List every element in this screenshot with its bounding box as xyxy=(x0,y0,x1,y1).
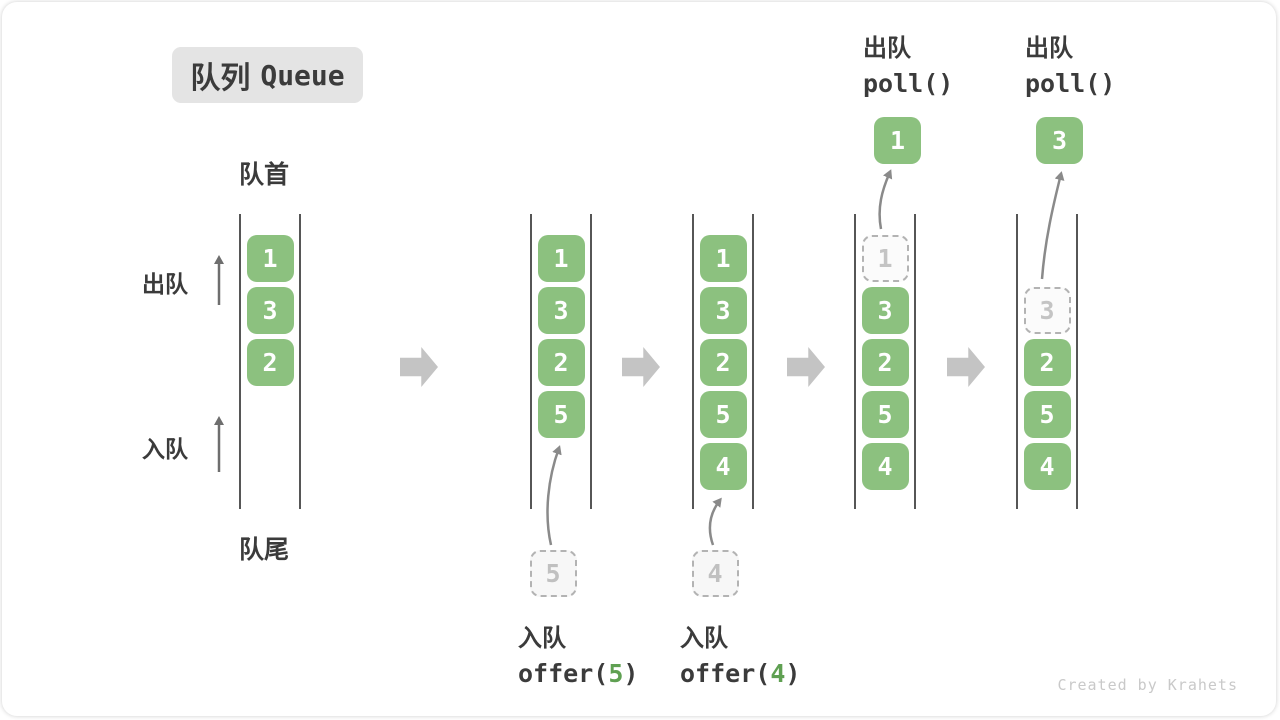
dequeue-caption: 出队 poll() xyxy=(1025,28,1115,98)
queue-cell: 3 xyxy=(246,287,294,334)
enqueue-curved-arrow-icon xyxy=(708,497,722,546)
queue-cell: 2 xyxy=(537,339,585,386)
polled-value-cell: 1 xyxy=(874,117,921,164)
title-zh: 队列 xyxy=(190,61,251,96)
queue-front-label: 队首 xyxy=(238,160,289,189)
queue-cell-dashed: 3 xyxy=(1023,287,1071,334)
queue-cell: 5 xyxy=(537,391,585,438)
enqueue-label: 入队 xyxy=(142,437,188,463)
dequeue-curved-arrow-icon xyxy=(878,169,893,230)
title-badge: 队列 Queue xyxy=(172,47,363,103)
queue-cell: 1 xyxy=(246,235,294,282)
dequeue-caption-label: 出队 xyxy=(1025,34,1073,62)
queue-cell: 4 xyxy=(699,443,747,490)
dequeue-caption-code: poll() xyxy=(863,69,954,98)
enqueue-caption-code: offer(4) xyxy=(680,659,801,688)
queue-cell: 2 xyxy=(861,339,909,386)
polled-value-cell: 3 xyxy=(1036,117,1083,164)
pending-value-cell: 4 xyxy=(691,550,739,597)
flow-arrow-icon xyxy=(947,347,985,387)
queue-wall-right xyxy=(1076,214,1078,509)
enqueue-caption-label: 入队 xyxy=(680,624,728,652)
queue-wall-right xyxy=(914,214,916,509)
queue-cell: 4 xyxy=(1023,443,1071,490)
dequeue-caption: 出队 poll() xyxy=(863,28,953,98)
title-en: Queue xyxy=(260,58,345,92)
queue-wall-right xyxy=(752,214,754,509)
dequeue-curved-arrow-icon xyxy=(1040,171,1065,280)
dequeue-label: 出队 xyxy=(142,272,188,298)
queue-wall-left xyxy=(692,214,694,509)
queue-cell: 5 xyxy=(699,391,747,438)
queue-cell: 1 xyxy=(537,235,585,282)
queue-wall-left xyxy=(1016,214,1018,509)
flow-arrow-icon xyxy=(787,347,825,387)
queue-wall-right xyxy=(590,214,592,509)
queue-cell: 4 xyxy=(861,443,909,490)
flow-arrow-icon xyxy=(622,347,660,387)
queue-rear-label: 队尾 xyxy=(238,535,289,564)
queue-wall-left xyxy=(854,214,856,509)
queue-wall-left xyxy=(239,214,241,509)
watermark: Created by Krahets xyxy=(1057,676,1238,694)
queue-cell: 1 xyxy=(699,235,747,282)
flow-arrow-icon xyxy=(400,347,438,387)
queue-wall-left xyxy=(530,214,532,509)
queue-cell: 5 xyxy=(1023,391,1071,438)
queue-wall-right xyxy=(299,214,301,509)
queue-cell: 3 xyxy=(699,287,747,334)
queue-cell: 3 xyxy=(537,287,585,334)
queue-cell: 2 xyxy=(699,339,747,386)
queue-cell: 2 xyxy=(1023,339,1071,386)
queue-cell-dashed: 1 xyxy=(861,235,909,282)
enqueue-caption: 入队 offer(5) xyxy=(518,618,638,688)
enqueue-caption-code: offer(5) xyxy=(518,659,639,688)
queue-cell: 2 xyxy=(246,339,294,386)
queue-cell: 3 xyxy=(861,287,909,334)
dequeue-caption-label: 出队 xyxy=(863,34,911,62)
queue-cell: 5 xyxy=(861,391,909,438)
enqueue-curved-arrow-icon xyxy=(546,445,562,546)
dequeue-caption-code: poll() xyxy=(1025,69,1116,98)
pending-value-cell: 5 xyxy=(529,550,577,597)
enqueue-caption: 入队 offer(4) xyxy=(680,618,800,688)
enqueue-caption-label: 入队 xyxy=(518,624,566,652)
